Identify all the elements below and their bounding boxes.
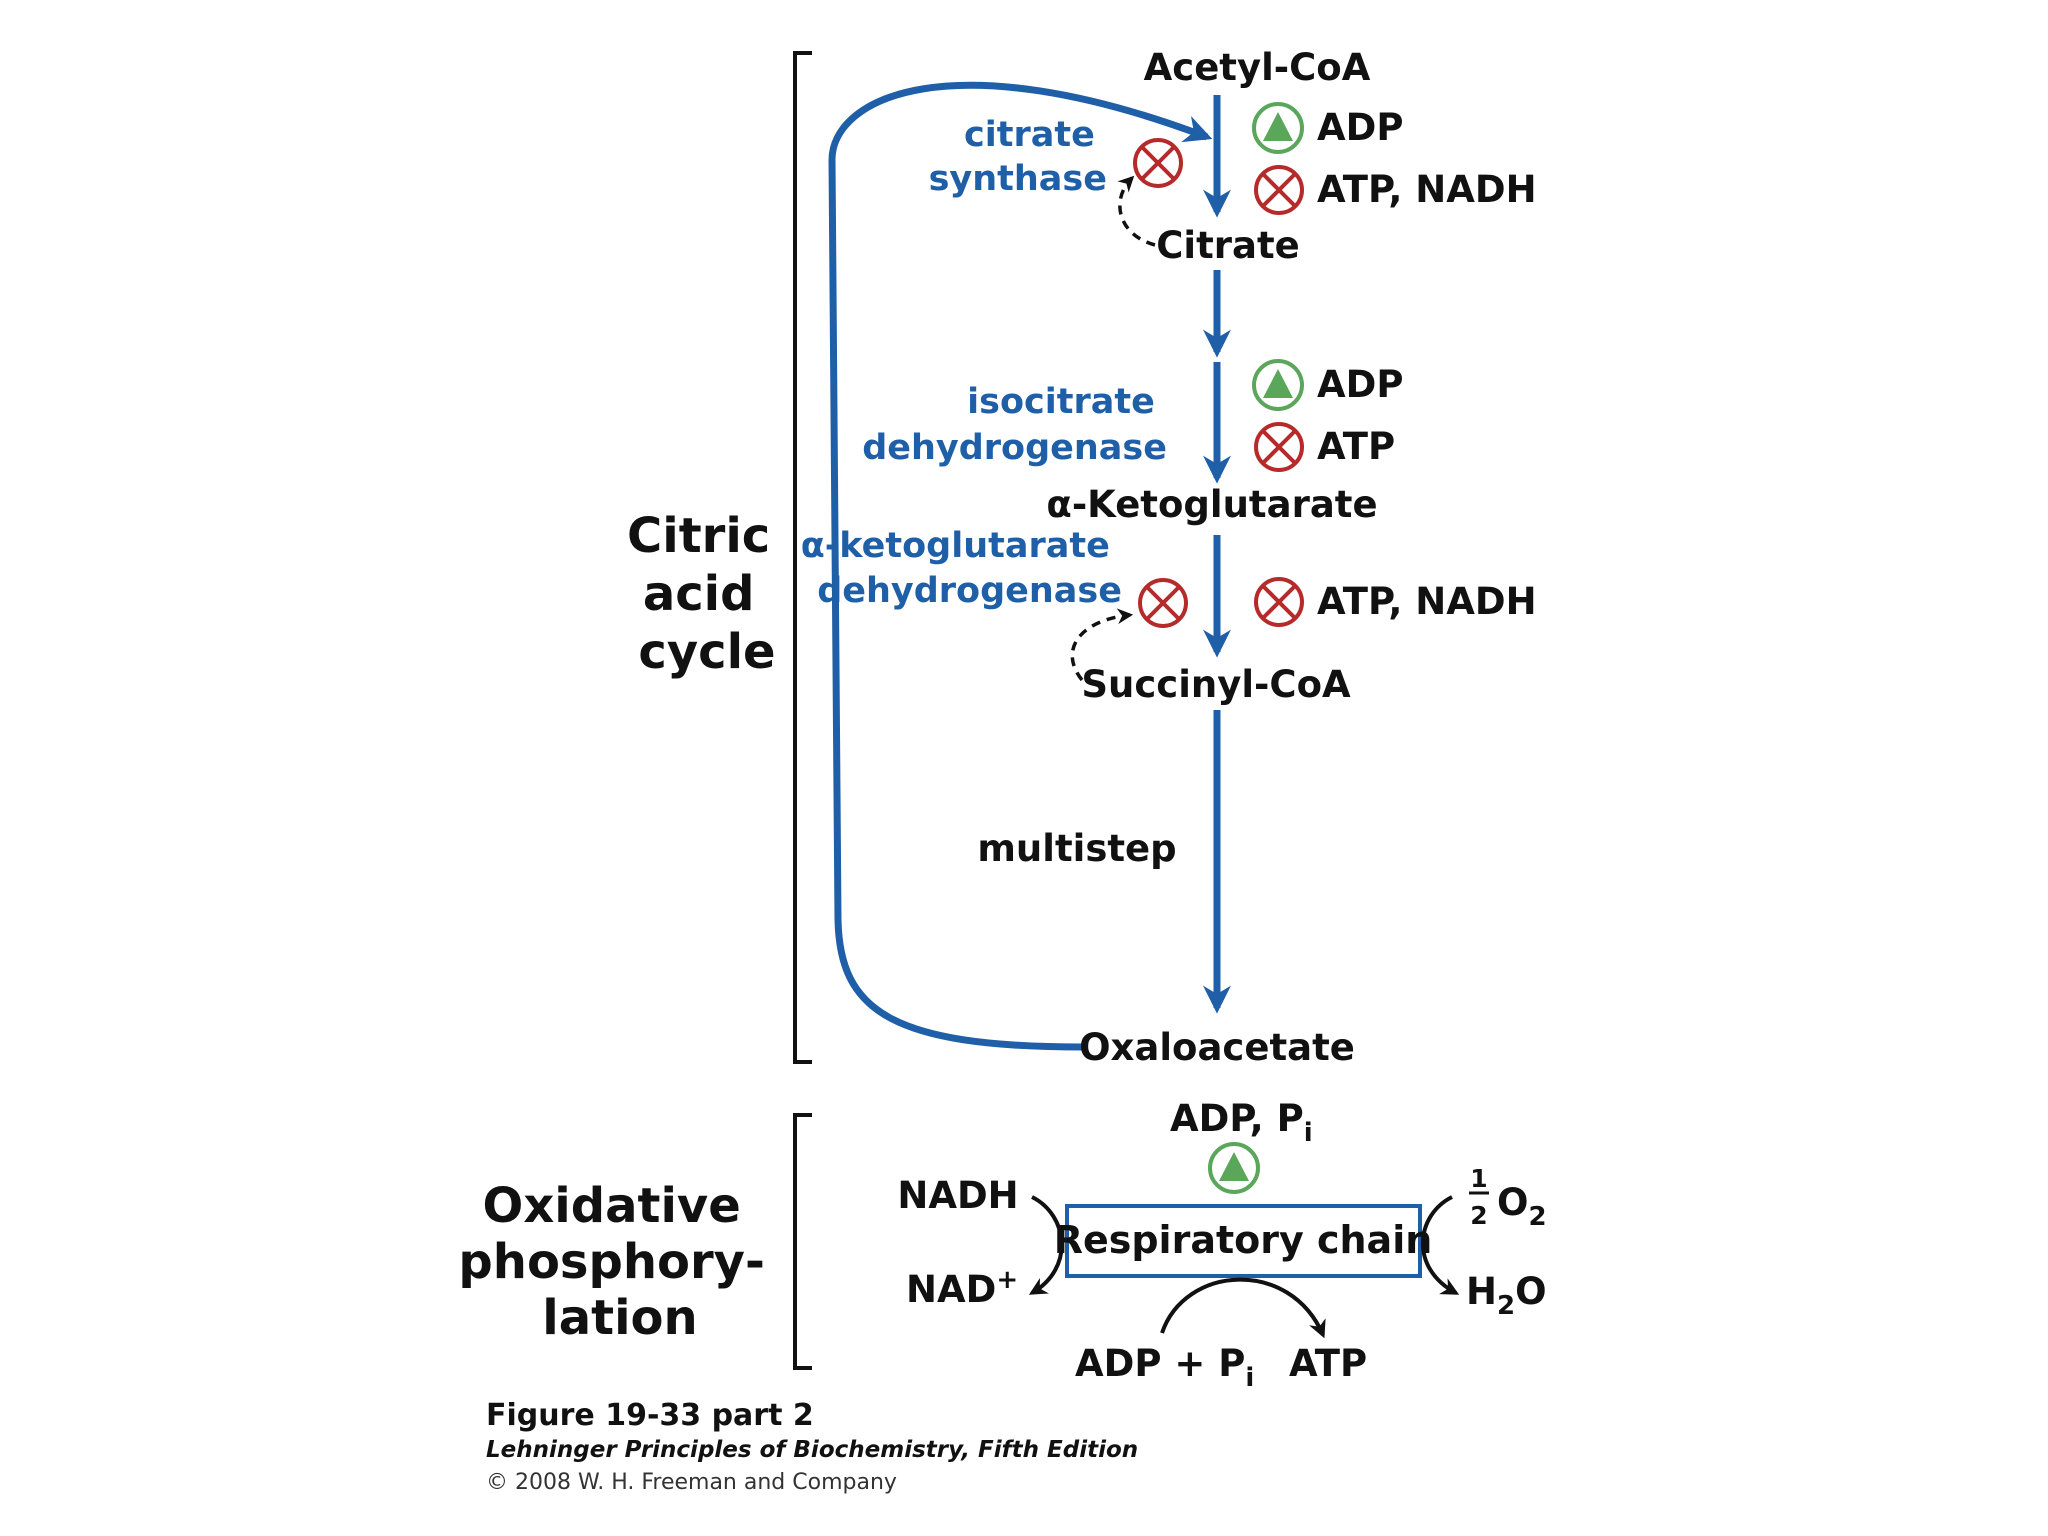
enzyme-akg-dh-line1: α-ketoglutarate	[801, 526, 1110, 566]
cycle-bracket	[793, 51, 812, 1064]
oxphos-o2-num: 1	[1470, 1164, 1487, 1193]
metabolite-alpha-ketoglutarate: α-Ketoglutarate	[1046, 483, 1377, 526]
oxphos-adp-pi-sub: i	[1245, 1363, 1254, 1393]
oxphos-h2o: H2O	[1466, 1270, 1547, 1321]
arrow-nadh-nad	[1028, 1195, 1064, 1295]
oxphos-side-label: Oxidative phosphory- lation	[458, 1178, 781, 1346]
metabolite-citrate: Citrate	[1156, 224, 1300, 267]
caption-title: Figure 19-33 part 2	[486, 1398, 814, 1433]
oxphos-adp-pi: ADP + Pi	[1075, 1342, 1254, 1393]
caption-book: Lehninger Principles of Biochemistry, Fi…	[486, 1437, 1138, 1463]
oxphos-o2-base: O	[1497, 1181, 1528, 1224]
oxphos-side-label-line1: Oxidative	[483, 1178, 741, 1234]
enzyme-akg-dh-line2: dehydrogenase	[817, 571, 1122, 611]
enzyme-akg-dehydrogenase: α-ketoglutarate dehydrogenase	[801, 526, 1122, 611]
inhibition-icon-akg-dehydrogenase	[1138, 578, 1188, 628]
metabolite-oxaloacetate: Oxaloacetate	[1079, 1026, 1355, 1069]
oxphos-activator-sub: i	[1304, 1118, 1313, 1148]
regulator-akg-inhibitor: ATP, NADH	[1317, 580, 1537, 623]
inhibitor-icon-idh	[1254, 422, 1304, 472]
oxphos-adp-pi-base: ADP + P	[1075, 1342, 1245, 1385]
oxphos-nad: NAD+	[906, 1265, 1018, 1311]
feedback-succinylcoa-arrow	[1070, 608, 1134, 682]
enzyme-isocitrate-dh-line2: dehydrogenase	[862, 428, 1167, 468]
respiratory-chain-box	[1065, 1204, 1422, 1278]
inhibition-icon-citrate-synthase	[1133, 138, 1183, 188]
oxphos-bracket	[793, 1113, 812, 1370]
cycle-side-label-line3: cycle	[638, 624, 775, 680]
oxphos-h2o-sub: 2	[1497, 1291, 1515, 1321]
arrow-o2-h2o	[1420, 1195, 1460, 1295]
enzyme-citrate-synthase: citrate synthase	[929, 115, 1107, 199]
oxphos-o2-sub: 2	[1528, 1202, 1546, 1232]
regulator-idh-inhibitor: ATP	[1317, 425, 1395, 468]
enzyme-isocitrate-dehydrogenase: isocitrate dehydrogenase	[862, 382, 1167, 468]
enzyme-citrate-synthase-line1: citrate	[964, 115, 1095, 155]
oxphos-activator-label: ADP, Pi	[1170, 1097, 1313, 1148]
arrow-oxaloacetate-loop	[828, 81, 1213, 1051]
oxphos-o2-den: 2	[1470, 1201, 1487, 1230]
oxphos-activator-base: ADP, P	[1170, 1097, 1304, 1140]
caption-copyright: © 2008 W. H. Freeman and Company	[486, 1470, 897, 1495]
oxphos-side-label-line3: lation	[542, 1290, 697, 1346]
cycle-side-label: Citric acid cycle	[627, 508, 787, 680]
oxphos-h2o-post: O	[1515, 1270, 1546, 1313]
regulator-cs-activator: ADP	[1317, 106, 1403, 149]
cycle-side-label-line2: acid	[643, 566, 755, 622]
oxphos-h2o-pre: H	[1466, 1270, 1497, 1313]
oxphos-nadh: NADH	[897, 1174, 1018, 1217]
metabolite-succinyl-coa: Succinyl-CoA	[1081, 663, 1351, 706]
step-label-multistep: multistep	[977, 827, 1176, 870]
activator-icon-idh	[1252, 359, 1304, 411]
oxphos-atp: ATP	[1289, 1342, 1367, 1385]
regulator-idh-activator: ADP	[1317, 363, 1403, 406]
oxphos-nad-sup: +	[996, 1265, 1018, 1295]
oxphos-o2: O2	[1497, 1181, 1547, 1232]
arrow-adp-atp	[1160, 1277, 1326, 1339]
activator-icon-respiratory	[1208, 1142, 1260, 1194]
regulator-cs-inhibitor: ATP, NADH	[1317, 168, 1537, 211]
enzyme-citrate-synthase-line2: synthase	[929, 159, 1107, 199]
enzyme-isocitrate-dh-line1: isocitrate	[967, 382, 1155, 422]
metabolite-acetyl-coa: Acetyl-CoA	[1144, 46, 1371, 89]
respiratory-chain-label: Respiratory chain	[1054, 1218, 1433, 1262]
feedback-citrate-arrow	[1117, 175, 1156, 247]
oxphos-side-label-line2: phosphory-	[458, 1234, 764, 1290]
inhibitor-icon-cs	[1254, 165, 1304, 215]
activator-icon-cs	[1252, 102, 1304, 154]
oxphos-nad-base: NAD	[906, 1268, 996, 1311]
inhibitor-icon-akg	[1254, 577, 1304, 627]
cycle-side-label-line1: Citric	[627, 508, 770, 564]
